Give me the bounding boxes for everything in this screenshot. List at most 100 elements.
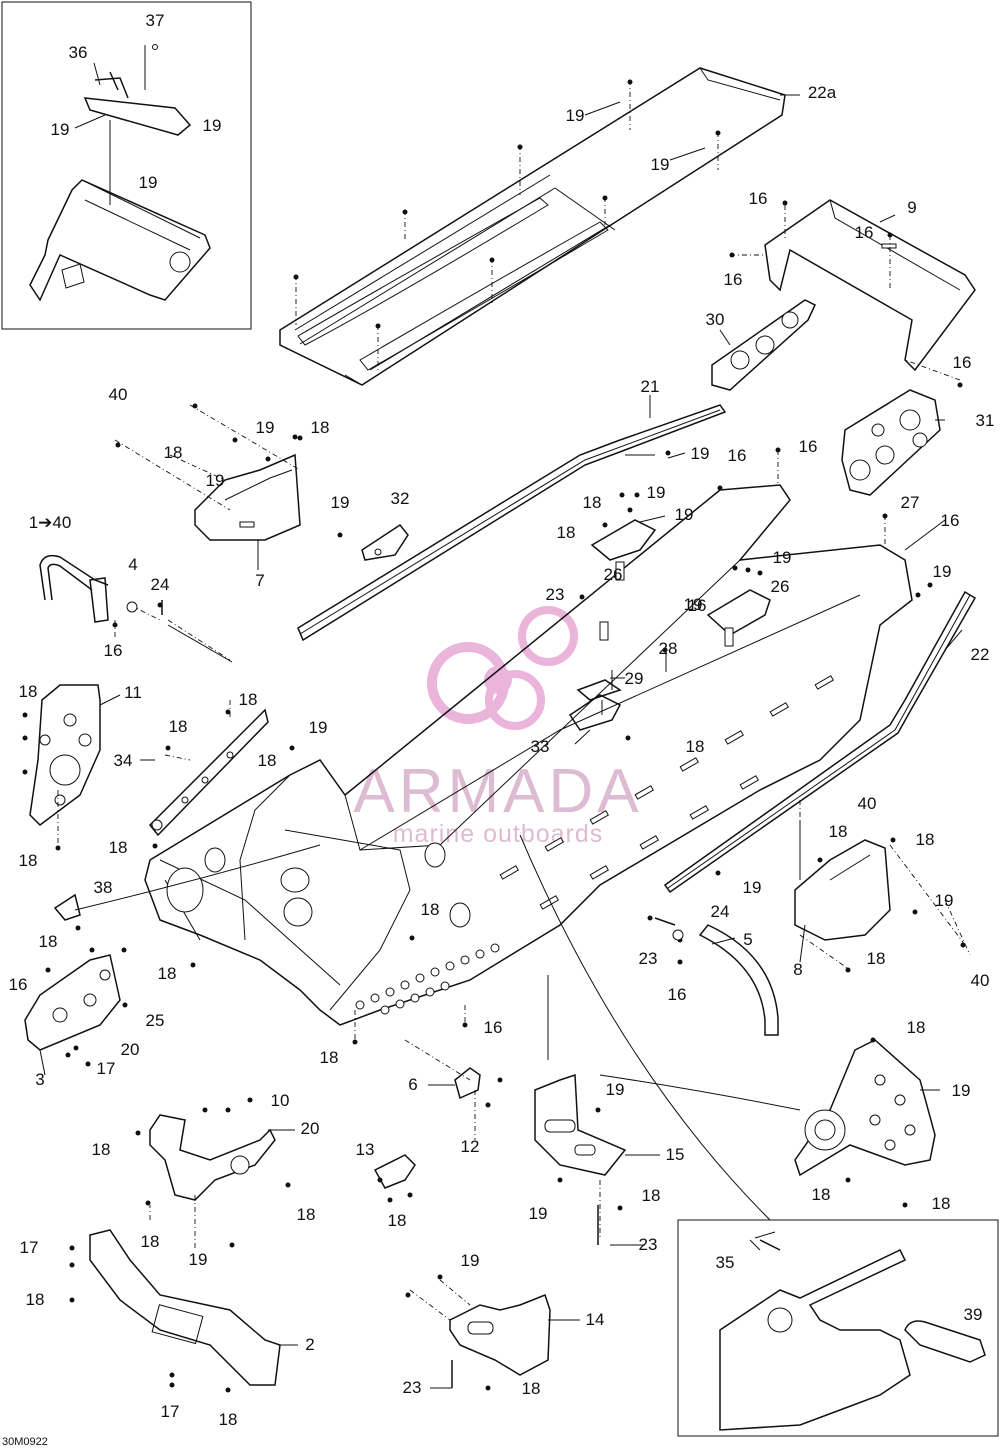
part-label: 19	[606, 1080, 625, 1099]
part-label: 16	[104, 641, 123, 660]
part-label: 15	[666, 1145, 685, 1164]
part-label: 19	[206, 471, 225, 490]
part-label: 19	[529, 1204, 548, 1223]
part-label: 18	[421, 900, 440, 919]
watermark: ARMADA marine outboards	[353, 606, 639, 848]
part-label: 19	[773, 548, 792, 567]
assembly-lines	[57, 80, 971, 1321]
part-label: 16	[728, 446, 747, 465]
part-14-bracket	[449, 1294, 551, 1376]
part-label: 10	[271, 1091, 290, 1110]
part-label: 6	[408, 1075, 417, 1094]
part-label: 19	[684, 595, 703, 614]
part-label: 21	[641, 377, 660, 396]
part-label: 18	[141, 1232, 160, 1251]
part-label: 19	[647, 483, 666, 502]
part-label: 27	[901, 493, 920, 512]
part-label: 18	[19, 682, 38, 701]
part-label: 1➔40	[29, 513, 72, 532]
part-label: 16	[668, 985, 687, 1004]
part-3-bracket	[24, 954, 121, 1051]
part-13-clip	[373, 1154, 416, 1189]
part-label: 8	[793, 960, 802, 979]
part-label: 30	[706, 310, 725, 329]
part-5-hose	[698, 924, 779, 1036]
mount-brackets-26-33	[568, 519, 771, 731]
part-label: 19	[566, 106, 585, 125]
part-label: 24	[151, 575, 170, 594]
fastener-dots	[22, 79, 966, 1393]
part-label: 28	[659, 639, 678, 658]
part-label: 20	[301, 1119, 320, 1138]
part-label: 18	[297, 1205, 316, 1224]
part-label: 18	[164, 443, 183, 462]
part-label: 18	[932, 1194, 951, 1213]
part-label: 18	[311, 418, 330, 437]
part-10-bracket	[149, 1114, 276, 1201]
part-label: 38	[94, 878, 113, 897]
frame-slots	[499, 675, 834, 910]
part-label: 18	[812, 1185, 831, 1204]
part-label: 19	[675, 505, 694, 524]
part-label: 4	[128, 555, 137, 574]
part-label: 22a	[808, 83, 837, 102]
screws	[126, 600, 781, 1388]
part-7-bracket	[194, 453, 301, 541]
watermark-tagline: marine outboards	[393, 820, 604, 848]
main-frame-assembly	[144, 484, 913, 1026]
part-label: 17	[20, 1238, 39, 1257]
part-label: 16	[953, 353, 972, 372]
part-label: 18	[557, 523, 576, 542]
label-leaders	[39, 62, 963, 1389]
part-label: 18	[522, 1379, 541, 1398]
part-label: 40	[971, 971, 990, 990]
part-label: 9	[907, 198, 916, 217]
part-label: 20	[121, 1040, 140, 1059]
part-label: 2	[305, 1335, 314, 1354]
part-label: 19	[935, 891, 954, 910]
part-label: 18	[829, 822, 848, 841]
part-label: 18	[39, 932, 58, 951]
part-label: 18	[258, 751, 277, 770]
part-label: 19	[51, 120, 70, 139]
part-label: 26	[771, 577, 790, 596]
part-label: 7	[255, 571, 264, 590]
part-label: 19	[691, 444, 710, 463]
slide-rail-22	[663, 590, 977, 894]
part-label: 25	[146, 1011, 165, 1030]
part-label: 22	[971, 645, 990, 664]
part-label: 24	[711, 902, 730, 921]
part-30-plate	[711, 299, 816, 391]
part-31-plate	[841, 389, 941, 496]
part-label: 18	[109, 838, 128, 857]
part-11-plate	[29, 684, 101, 826]
part-label: 16	[724, 270, 743, 289]
part-label: 19	[203, 116, 222, 135]
part-label: 18	[907, 1018, 926, 1037]
watermark-logo-icon	[427, 606, 578, 730]
part-label: 18	[916, 830, 935, 849]
frame-front-holes	[355, 943, 500, 1015]
part-label: 17	[161, 1402, 180, 1421]
part-label: 19	[933, 562, 952, 581]
part-label: 13	[356, 1140, 375, 1159]
part-label: 36	[69, 43, 88, 62]
part-label: 17	[97, 1059, 116, 1078]
part-label: 23	[403, 1378, 422, 1397]
part-label: 18	[239, 690, 258, 709]
part-label: 16	[749, 189, 768, 208]
part-label: 18	[158, 964, 177, 983]
part-label: 11	[124, 683, 142, 702]
part-label: 16	[688, 596, 707, 615]
part-label: 12	[461, 1137, 480, 1156]
part-label: 23	[639, 949, 658, 968]
part-label: 19	[309, 718, 328, 737]
part-label: 19	[651, 155, 670, 174]
part-label: 3	[35, 1070, 44, 1089]
part-8-bracket	[794, 839, 891, 941]
part-label: 18	[686, 737, 705, 756]
part-label: 32	[391, 489, 410, 508]
part-label: 19	[139, 173, 158, 192]
part-label: 39	[964, 1305, 983, 1324]
